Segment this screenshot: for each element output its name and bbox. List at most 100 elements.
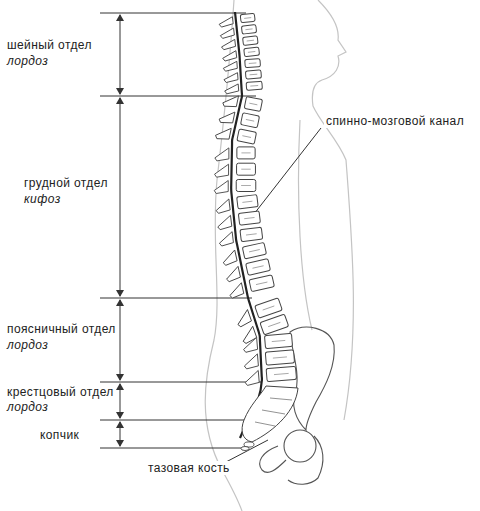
body-detail [247, 40, 254, 42]
spinous-process [224, 266, 241, 282]
body-detail [274, 373, 289, 374]
vertebra [214, 180, 256, 194]
arrowhead [116, 299, 124, 306]
spinous-process [220, 28, 235, 39]
section-name: копчик [38, 428, 81, 442]
vertebral-body [237, 129, 257, 144]
body-detail [249, 249, 260, 251]
body-detail [248, 51, 255, 53]
dimension-arrow [120, 300, 121, 380]
ischium [260, 446, 286, 472]
arrowhead [116, 290, 124, 297]
spinous-process [215, 126, 231, 142]
vertebra [224, 81, 262, 94]
curve-name: лордоз [5, 54, 50, 68]
vertebral-body [249, 275, 274, 292]
level-line [100, 448, 246, 449]
vertebral-body [266, 366, 296, 381]
spinous-process [222, 93, 238, 109]
body-detail [252, 266, 263, 268]
body-detail [249, 62, 257, 64]
level-line [100, 298, 252, 299]
spinous-process [218, 17, 233, 28]
back-outline [205, 0, 242, 511]
vertebral-body [244, 47, 260, 57]
vertebral-column [214, 12, 298, 451]
vertebra [215, 163, 256, 177]
section-name: шейный отдел [5, 38, 94, 52]
spinous-process [221, 39, 236, 50]
body-detail [242, 201, 252, 202]
part-label: тазовая кость [146, 461, 232, 475]
head-outline [312, 0, 353, 420]
vertebra [222, 92, 262, 113]
vertebra [223, 59, 261, 72]
part-label: спинно-мозговой канал [324, 114, 466, 128]
body-detail [246, 234, 257, 235]
arrowhead [116, 421, 124, 428]
body-detail [244, 17, 251, 19]
body-detail [241, 152, 250, 153]
vertebral-body [240, 13, 255, 23]
spinous-process [215, 164, 229, 177]
body-detail [273, 357, 287, 358]
section-name: грудной отдел [22, 176, 110, 190]
vertebral-body [255, 298, 283, 318]
vertebral-body [245, 59, 261, 68]
body-detail [272, 340, 285, 341]
dimension-arrow [120, 15, 121, 94]
section-name: поясничный отдел [5, 322, 118, 336]
curve-name: кифоз [22, 192, 63, 206]
leader-line [254, 128, 321, 214]
arrowhead [116, 88, 124, 95]
vertebral-body [246, 259, 271, 276]
spinous-process [221, 250, 238, 266]
spinous-process [223, 61, 238, 71]
vertebral-body [241, 24, 256, 34]
curve-name: лордоз [5, 400, 50, 414]
section-name: крестцовый отдел [5, 385, 116, 399]
arrowhead [116, 383, 124, 390]
body-silhouette [205, 0, 353, 511]
vertebral-body [246, 81, 262, 90]
level-line [100, 96, 256, 97]
body-detail [245, 28, 252, 30]
sacral-line [262, 410, 285, 414]
coccyx-segment [241, 447, 249, 451]
arrowhead [116, 374, 124, 381]
spinous-process [224, 84, 239, 94]
vertebral-body [265, 350, 294, 365]
body-detail [256, 282, 267, 285]
vertebra [219, 108, 260, 130]
body-detail [242, 136, 251, 138]
vertebra [244, 366, 297, 385]
arrowhead [116, 97, 124, 104]
arm-outline [299, 120, 313, 330]
spinous-process [215, 148, 229, 161]
vertebral-body [241, 113, 260, 128]
sacral-line [270, 398, 292, 400]
vertebral-body [237, 147, 255, 159]
body-detail [241, 169, 250, 170]
vertebra [215, 195, 259, 214]
spinous-process [243, 354, 258, 369]
spinous-process [214, 181, 228, 194]
vertebral-body [237, 163, 256, 175]
body-detail [263, 306, 275, 310]
level-line [100, 382, 262, 383]
vertebra [216, 211, 260, 230]
vertebra [223, 70, 261, 83]
acetabulum [284, 430, 316, 462]
body-detail [250, 74, 258, 76]
body-detail [249, 103, 257, 105]
vertebral-body [240, 227, 263, 241]
arrowhead [116, 14, 124, 21]
body-detail [246, 119, 254, 121]
spinous-process [215, 199, 230, 214]
arrowhead [116, 440, 124, 447]
vertebra [243, 350, 294, 369]
spinous-process [224, 73, 239, 83]
vertebra [215, 125, 257, 147]
spinous-process [217, 215, 232, 230]
vertebra [218, 227, 263, 246]
